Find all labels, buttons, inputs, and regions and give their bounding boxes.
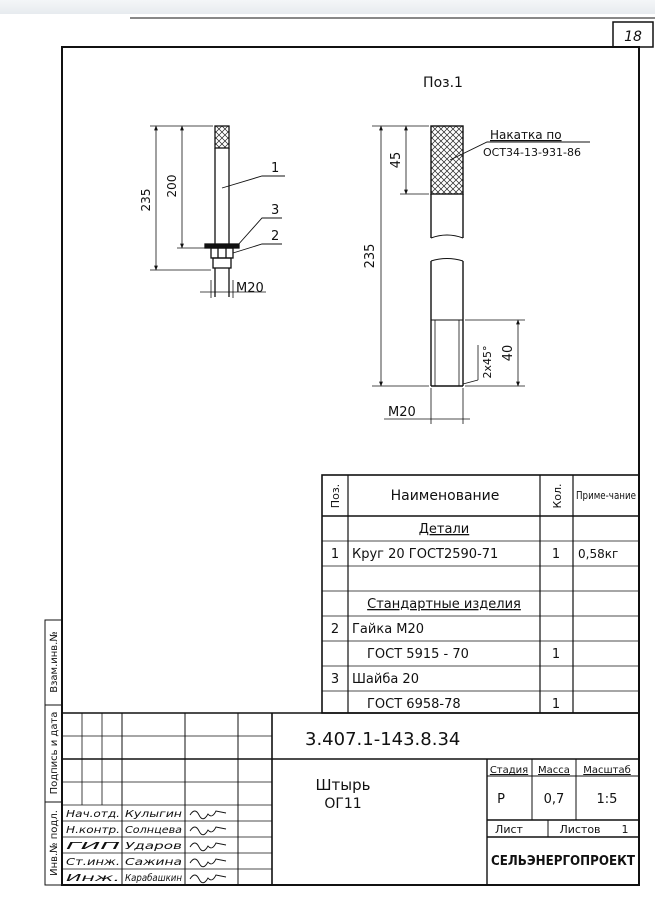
assembly-knurl (214, 125, 230, 149)
signature-mark (189, 874, 227, 884)
scale-header: Масштаб (583, 765, 631, 776)
staff-role: Нач.отд. (66, 809, 120, 820)
sheet-frame (61, 17, 655, 886)
sheet-label: Лист (495, 823, 523, 836)
staff-name: Ударов (125, 841, 182, 852)
spec-section-heading: Детали (419, 522, 469, 537)
dim-40: 40 (501, 345, 516, 362)
dim-m20-large: M20 (388, 405, 416, 420)
detail-knurl (430, 125, 464, 195)
assembly-view (150, 125, 285, 298)
dim-chamfer: 2x45° (481, 345, 494, 378)
spec-row-pos: 3 (331, 672, 339, 687)
signature-mark (189, 826, 227, 836)
mass-header: Масса (538, 765, 570, 776)
sheets-count: 1 (622, 823, 629, 836)
knurling-note-line1: Накатка по (490, 128, 562, 142)
spec-rows: Детали 1 Круг 20 ГОСТ2590-71 1 0,58кгСтандар… (331, 522, 618, 712)
spec-row-pos: 1 (331, 547, 339, 562)
product-code: ОГ11 (324, 796, 361, 812)
staff-role: Н.контр. (66, 825, 120, 836)
spec-header-note: Приме-чание (576, 489, 636, 502)
callout-3: 3 (271, 203, 279, 218)
position-label: Поз.1 (423, 75, 463, 91)
staff-role: Ст.инж. (66, 857, 120, 868)
spec-row-name: ГОСТ 5915 - 70 (367, 647, 469, 662)
window-top-bar (0, 0, 655, 14)
callout-2: 2 (271, 229, 279, 244)
spec-header-qty: Кол. (551, 483, 564, 508)
stage-value: Р (497, 792, 505, 807)
detail-view (372, 125, 590, 424)
staff-role: Инж. (66, 873, 120, 884)
spec-row-name: ГОСТ 6958-78 (367, 697, 461, 712)
spec-section-heading: Стандартные изделия (367, 597, 521, 612)
title-block (62, 712, 639, 885)
staff-role: ГИП (66, 841, 121, 852)
spec-row-qty: 1 (552, 647, 560, 662)
page-number: 18 (624, 29, 642, 45)
organization-name: СЕЛЬЭНЕРГОПРОЕКТ (491, 854, 635, 869)
signature-mark (189, 858, 227, 868)
signature-mark (189, 810, 227, 820)
spec-row-qty: 1 (552, 547, 560, 562)
side-stamp (44, 619, 63, 886)
scale-value: 1:5 (597, 792, 618, 807)
spec-row-name: Шайба 20 (352, 672, 419, 687)
assembly-nut (210, 247, 234, 259)
spec-header-pos: Поз. (329, 484, 342, 508)
stage-header: Стадия (490, 765, 528, 776)
staff-name: Кулыгин (125, 809, 183, 820)
spec-row-name: Гайка М20 (352, 622, 424, 637)
spec-row-qty: 1 (552, 697, 560, 712)
side-label-signature: Подпись и дата (49, 712, 60, 795)
staff-name: Сажина (125, 857, 182, 868)
dim-235-small: 235 (139, 189, 153, 212)
signature-mark (189, 842, 227, 852)
staff-name: Карабашкин (125, 872, 182, 884)
mass-value: 0,7 (544, 792, 565, 807)
callout-1: 1 (271, 161, 279, 176)
staff-name: Солнцева (125, 825, 182, 836)
dim-m20-small: M20 (236, 281, 264, 296)
spec-row-note: 0,58кг (578, 547, 618, 561)
knurling-note-line2: ОСТ34-13-931-86 (483, 146, 581, 159)
dim-235-large: 235 (363, 244, 378, 269)
side-label-replace: Взам.инв.№ (49, 631, 60, 693)
side-label-inv: Инв.№ подл. (49, 810, 60, 876)
dim-200-small: 200 (165, 175, 179, 198)
product-name: Штырь (316, 776, 371, 794)
dim-45: 45 (389, 152, 404, 169)
document-code: 3.407.1-143.8.34 (305, 729, 460, 750)
spec-header-name: Наименование (391, 488, 500, 504)
spec-row-pos: 2 (331, 622, 339, 637)
spec-row-name: Круг 20 ГОСТ2590-71 (352, 547, 498, 562)
sheets-label: Листов (559, 823, 600, 836)
